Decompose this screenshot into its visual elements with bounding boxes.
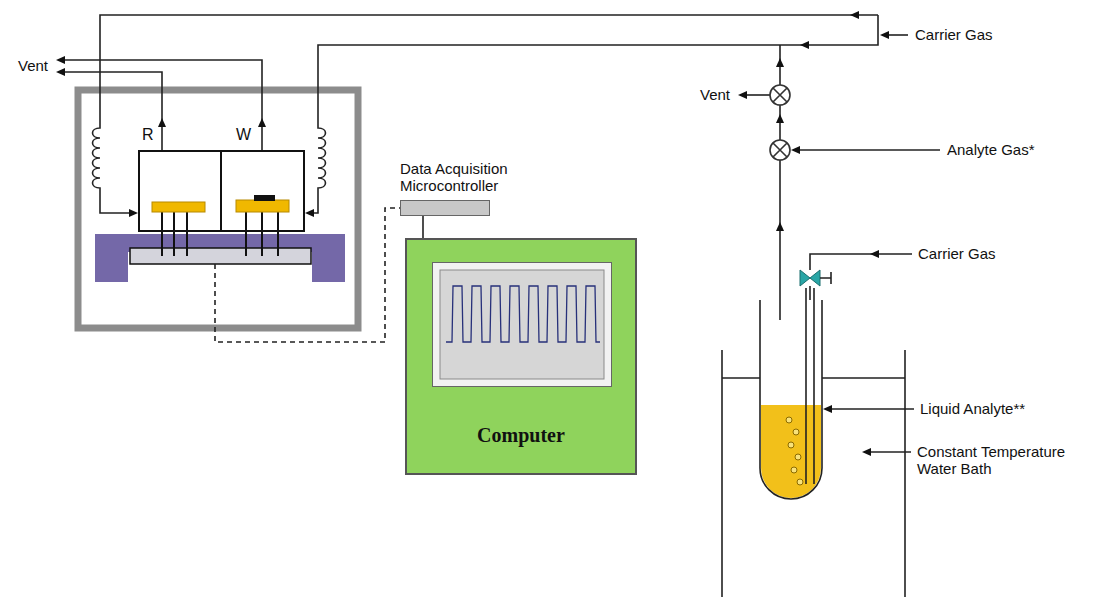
bubbler-tube	[760, 300, 822, 499]
reference-element	[152, 202, 205, 212]
leader-line	[866, 451, 911, 453]
reference-chamber: R	[138, 150, 222, 232]
liquid-analyte	[761, 405, 821, 498]
three-way-valve	[770, 140, 790, 160]
bubbler-inlet-tube	[806, 288, 814, 484]
gas-bubbles	[786, 417, 803, 485]
circuit-plate	[130, 248, 311, 264]
working-vent-line	[60, 60, 262, 150]
gas-label: Carrier Gas	[918, 245, 996, 262]
vent-label: Vent	[700, 86, 730, 103]
sensor-mount	[95, 234, 345, 282]
working-element	[236, 200, 289, 212]
node-heading: Data Acquisition Microcontroller	[400, 160, 585, 195]
microcontroller-box: Data Acquisition Microcontroller	[400, 200, 490, 216]
signal-wire	[422, 216, 424, 238]
reference-vent-line	[60, 72, 162, 150]
node-heading: R	[142, 126, 154, 144]
vent-label: Vent	[18, 57, 48, 74]
computer-box: Computer	[405, 238, 637, 475]
leader-line	[827, 408, 914, 410]
needle-valve	[800, 270, 831, 286]
analyte-outlet-line	[779, 160, 781, 320]
monitor-screen	[432, 262, 612, 387]
analyte-gas-line	[795, 149, 940, 151]
gas-label: Analyte Gas*	[947, 141, 1035, 158]
node-title: Computer	[407, 424, 635, 447]
signal-cable	[215, 208, 400, 342]
sensing-film	[254, 195, 275, 201]
sensor-housing	[78, 90, 358, 328]
liquid-label: Liquid Analyte**	[920, 400, 1025, 417]
gas-label: Carrier Gas	[915, 26, 993, 43]
reference-gas-line	[93, 15, 879, 213]
working-gas-line	[312, 15, 878, 213]
bubbler-carrier-line	[809, 286, 811, 300]
three-way-valve	[770, 85, 790, 105]
water-bath	[722, 350, 905, 597]
node-heading: W	[236, 126, 251, 144]
working-chamber: W	[220, 150, 305, 232]
bath-label: Constant Temperature Water Bath	[917, 443, 1087, 477]
bubbler-carrier-line	[810, 254, 912, 270]
